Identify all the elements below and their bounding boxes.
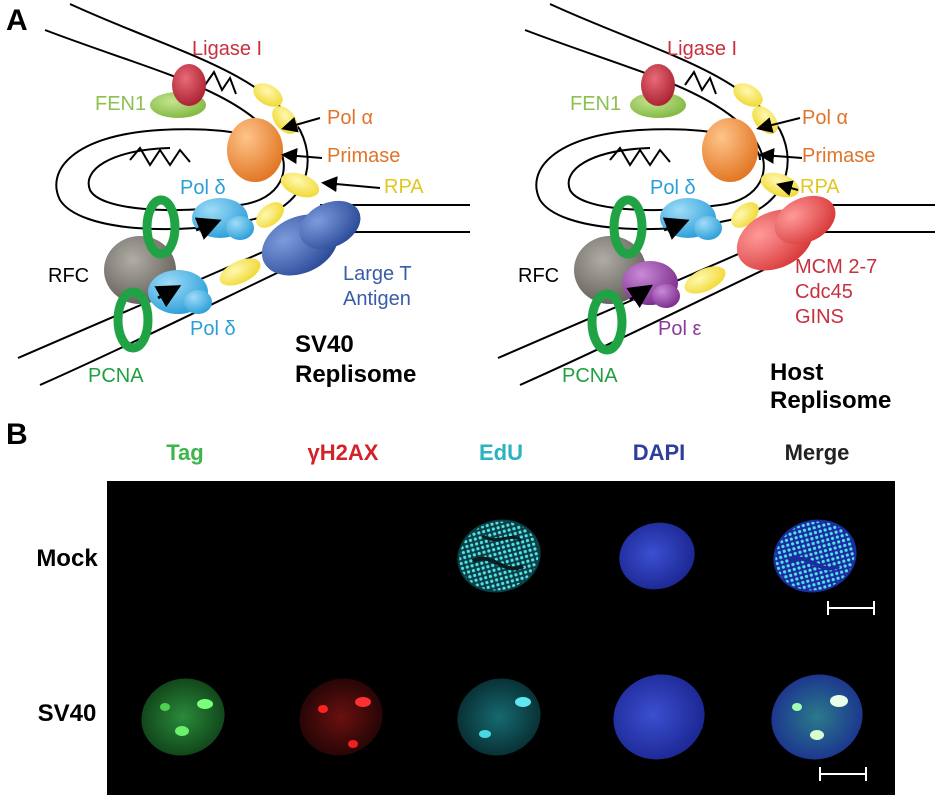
label-pcna: PCNA bbox=[88, 365, 144, 387]
label-fen1: FEN1 bbox=[570, 93, 621, 115]
pol-epsilon-arrow bbox=[626, 284, 653, 308]
nucleus-dapi-mock bbox=[619, 522, 695, 590]
rpa-blob bbox=[219, 258, 261, 286]
primer-zigzag-top bbox=[204, 69, 237, 95]
image-mock-dapi bbox=[581, 481, 737, 637]
label-helicase-2: Antigen bbox=[343, 288, 411, 310]
rpa-blob bbox=[684, 266, 726, 294]
column-header-tag: Tag bbox=[166, 440, 204, 465]
ligase-shape bbox=[172, 64, 206, 106]
image-mock-gh2ax bbox=[265, 481, 421, 637]
label-pol-delta-bottom: Pol δ bbox=[190, 318, 236, 340]
image-mock-tag bbox=[107, 481, 263, 637]
diagram-title-1: SV40 bbox=[295, 331, 354, 358]
image-sv40-dapi bbox=[581, 639, 737, 795]
nucleus-edu-mock bbox=[457, 519, 541, 593]
pol-delta-arrow bbox=[662, 217, 690, 240]
rpa-blob bbox=[733, 83, 763, 107]
pol-delta-arrow bbox=[154, 285, 182, 308]
primer-zigzag-top bbox=[684, 69, 717, 95]
label-primase: Primase bbox=[327, 145, 400, 167]
label-pol-alpha: Pol α bbox=[802, 107, 848, 129]
pcna-ring-top bbox=[609, 195, 647, 259]
ligase-shape bbox=[641, 64, 675, 106]
rpa-blob bbox=[731, 202, 759, 228]
nucleus-merge-sv40 bbox=[771, 674, 863, 760]
rpa-blob bbox=[256, 202, 284, 228]
pointer-rpa bbox=[321, 176, 381, 193]
label-ligase: Ligase I bbox=[192, 38, 262, 60]
image-sv40-tag bbox=[107, 639, 263, 795]
label-rfc: RFC bbox=[518, 265, 559, 287]
pcna-ring-top bbox=[142, 195, 180, 259]
host-replisome: Ligase I FEN1 Pol α Primase RPA Pol δ Po… bbox=[497, 3, 935, 414]
label-pol-delta-top: Pol δ bbox=[180, 177, 226, 199]
image-sv40-edu bbox=[423, 639, 579, 795]
pol-delta-arrow bbox=[194, 217, 222, 240]
pointer-pol-alpha bbox=[281, 117, 321, 133]
nucleus-merge-mock bbox=[773, 519, 857, 593]
row-label-sv40: SV40 bbox=[37, 700, 97, 727]
panel-letter-b: B bbox=[6, 418, 28, 451]
sv40-replisome: Ligase I FEN1 Pol α Primase RPA Pol δ Po… bbox=[17, 3, 470, 388]
diagram-title-2: Replisome bbox=[770, 387, 891, 414]
nucleus-edu-sv40 bbox=[457, 678, 541, 756]
nucleus-gh2ax-sv40 bbox=[299, 678, 383, 756]
row-label-mock: Mock bbox=[36, 545, 98, 572]
label-helicase-2: Cdc45 bbox=[795, 281, 853, 303]
dna-leading-2 bbox=[519, 261, 781, 386]
pcna-ring-bottom bbox=[113, 287, 153, 353]
label-helicase-3: GINS bbox=[795, 306, 844, 328]
nucleus-tag-sv40 bbox=[141, 678, 225, 756]
label-ligase: Ligase I bbox=[667, 38, 737, 60]
panel-letter-a: A bbox=[6, 4, 28, 37]
primer-zigzag-loop bbox=[129, 146, 191, 167]
label-fen1: FEN1 bbox=[95, 93, 146, 115]
large-t-antigen-shape bbox=[261, 200, 361, 276]
primer-zigzag-loop bbox=[609, 146, 671, 167]
label-pol-delta-top: Pol δ bbox=[650, 177, 696, 199]
label-rpa: RPA bbox=[800, 176, 840, 198]
dna-leading-2 bbox=[39, 261, 301, 386]
image-mock-edu bbox=[423, 481, 579, 637]
diagram-title-1: Host bbox=[770, 359, 823, 386]
pointer-primase bbox=[758, 147, 803, 164]
pol-delta-top-shape bbox=[660, 198, 722, 240]
column-header-dapi: DAPI bbox=[632, 440, 686, 465]
pol-delta-bottom-shape bbox=[148, 270, 212, 314]
scale-bar bbox=[827, 601, 875, 615]
image-mock-merge bbox=[739, 481, 895, 637]
rpa-blob bbox=[280, 172, 320, 198]
pointer-rpa bbox=[776, 180, 799, 196]
column-header-edu: EdU bbox=[479, 440, 523, 465]
image-sv40-gh2ax bbox=[265, 639, 421, 795]
scale-bar bbox=[819, 767, 867, 781]
pointer-pol-alpha bbox=[756, 117, 801, 133]
label-rfc: RFC bbox=[48, 265, 89, 287]
nucleus-dapi-sv40 bbox=[613, 674, 705, 760]
column-header-merge: Merge bbox=[784, 440, 850, 465]
mcm-cdc45-gins-shape bbox=[736, 195, 836, 271]
label-pol-epsilon: Pol ε bbox=[658, 318, 701, 340]
replisome-diagrams: Ligase I FEN1 Pol α Primase RPA Pol δ Po… bbox=[17, 3, 935, 414]
pointer-primase bbox=[281, 147, 323, 164]
label-pcna: PCNA bbox=[562, 365, 618, 387]
label-helicase-1: Large T bbox=[343, 263, 412, 285]
label-primase: Primase bbox=[802, 145, 875, 167]
diagram-title-2: Replisome bbox=[295, 361, 416, 388]
column-header-gh2ax: γH2AX bbox=[307, 440, 379, 465]
microscopy-grid bbox=[107, 481, 895, 795]
pcna-ring-bottom bbox=[587, 289, 627, 355]
pol-alpha-shape bbox=[227, 118, 283, 182]
image-sv40-merge bbox=[739, 639, 895, 795]
label-pol-alpha: Pol α bbox=[327, 107, 373, 129]
pol-alpha-shape bbox=[702, 118, 758, 182]
label-helicase-1: MCM 2-7 bbox=[795, 256, 877, 278]
label-rpa: RPA bbox=[384, 176, 424, 198]
rpa-blob bbox=[253, 83, 283, 107]
